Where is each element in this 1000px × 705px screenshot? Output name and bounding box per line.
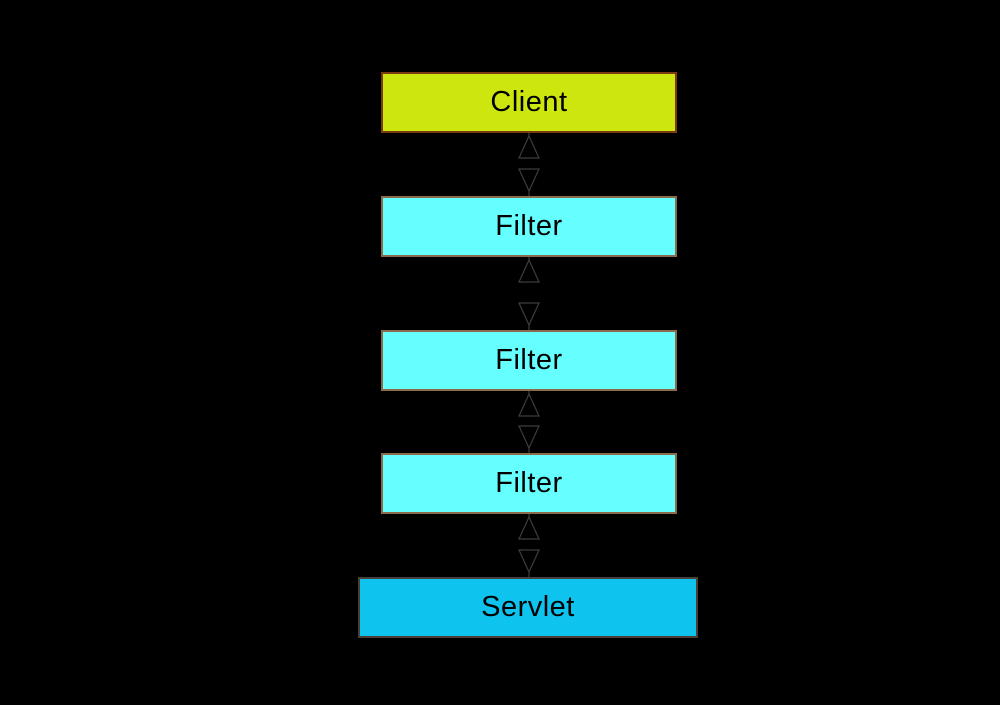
bidirectional-arrow	[518, 133, 540, 196]
node-filter-1-label: Filter	[495, 210, 563, 242]
node-servlet-label: Servlet	[481, 591, 575, 623]
bidirectional-arrow	[518, 514, 540, 577]
connector-filter-2-filter-3	[517, 391, 541, 453]
node-servlet: Servlet	[358, 577, 698, 638]
connector-filter-1-filter-2	[517, 257, 541, 330]
up-arrowhead-icon	[518, 392, 540, 417]
connector-filter-3-servlet	[517, 514, 541, 577]
down-arrowhead-icon	[518, 168, 540, 193]
down-arrowhead-icon	[518, 549, 540, 574]
node-client-label: Client	[490, 86, 568, 118]
connector-client-filter-1	[517, 133, 541, 196]
bidirectional-arrow	[518, 257, 540, 330]
node-filter-2-label: Filter	[495, 344, 563, 376]
node-filter-3: Filter	[381, 453, 677, 514]
node-filter-2: Filter	[381, 330, 677, 391]
down-arrowhead-icon	[518, 302, 540, 327]
node-filter-3-label: Filter	[495, 467, 563, 499]
up-arrowhead-icon	[518, 515, 540, 540]
node-filter-1: Filter	[381, 196, 677, 257]
bidirectional-arrow	[518, 391, 540, 453]
up-arrowhead-icon	[518, 258, 540, 283]
node-client: Client	[381, 72, 677, 133]
up-arrowhead-icon	[518, 134, 540, 159]
down-arrowhead-icon	[518, 425, 540, 450]
